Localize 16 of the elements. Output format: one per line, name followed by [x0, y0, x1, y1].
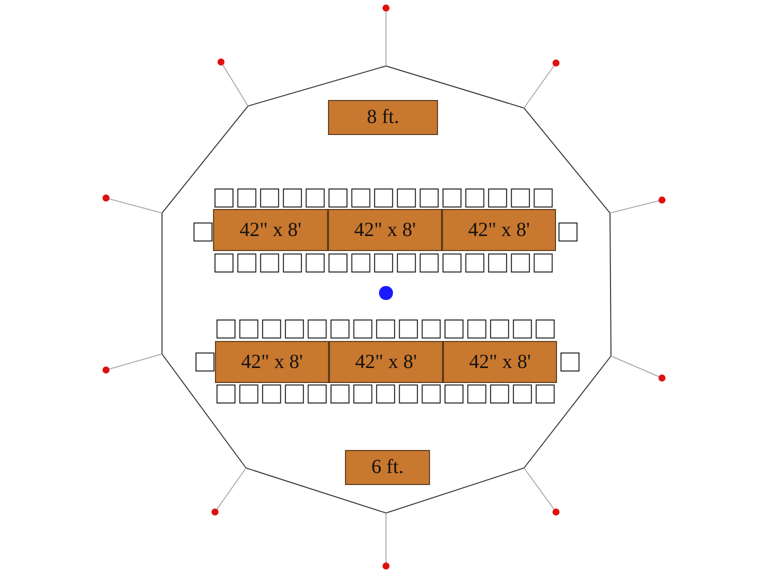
table-label: 42" x 8'	[468, 218, 530, 242]
table-label: 42" x 8'	[355, 350, 417, 374]
table-box	[215, 341, 329, 383]
table-box	[328, 209, 442, 251]
table-box	[329, 341, 443, 383]
table-box	[442, 209, 556, 251]
table-box	[443, 341, 557, 383]
table-label: 42" x 8'	[240, 218, 302, 242]
table-label: 42" x 8'	[354, 218, 416, 242]
table-label: 42" x 8'	[469, 350, 531, 374]
table-box	[328, 100, 438, 135]
table-label: 8 ft.	[366, 106, 400, 129]
table-label: 42" x 8'	[241, 350, 303, 374]
table-label: 6 ft.	[371, 456, 404, 479]
table-box	[345, 450, 430, 485]
table-box	[213, 209, 328, 251]
